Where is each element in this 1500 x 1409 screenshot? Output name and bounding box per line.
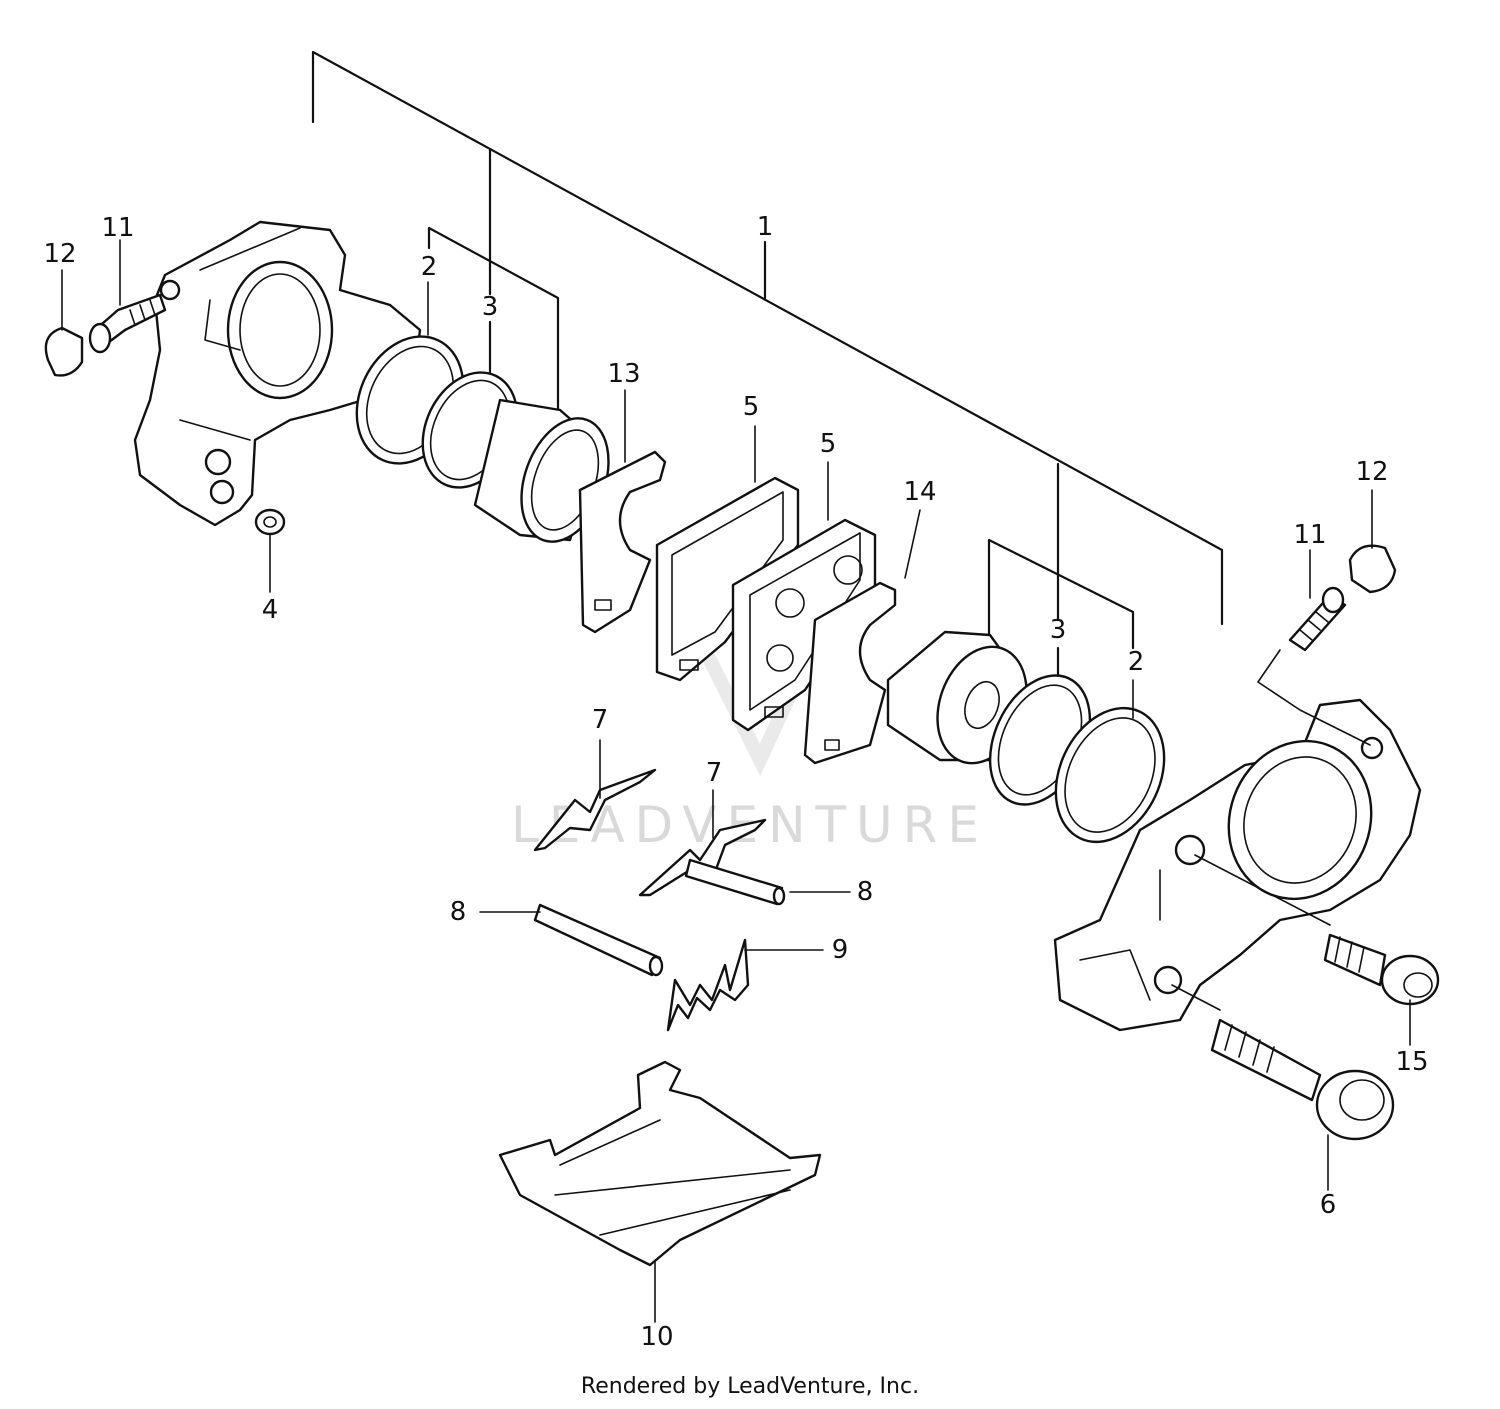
assembly-bracket-lines [311,50,1224,682]
pad-spring-a [533,768,657,852]
callout-12-right: 12 [1355,457,1388,487]
anti-rattle-spring [666,938,750,1032]
left-bleeder-screw [88,293,167,354]
callout-13: 13 [607,359,640,389]
bleeder-leader-line [1257,649,1371,746]
callout-12-left: 12 [43,239,76,269]
callout-leaders [61,239,1411,1323]
rendered-by-footer: Rendered by LeadVenture, Inc. [580,1374,920,1399]
left-bleeder-cap [44,326,84,377]
bolt-15 [1194,854,1440,1006]
right-pad-shim [803,581,897,765]
callout-2-right: 2 [1128,647,1145,677]
callout-9: 9 [832,935,849,965]
callout-10: 10 [640,1322,673,1352]
brake-caliper-exploded-diagram: LEADVENTURE [43,50,1440,1352]
pad-pin-right [684,858,786,906]
callout-3-right: 3 [1050,615,1067,645]
callout-11-right: 11 [1293,520,1326,550]
callout-11-left: 11 [101,213,134,243]
callout-2-left: 2 [421,252,438,282]
callout-8-right: 8 [857,877,874,907]
left-caliper-body [133,220,422,527]
washer [254,508,286,536]
callout-7-b: 7 [706,758,723,788]
right-bleeder-screw [1288,586,1347,652]
callout-6: 6 [1320,1190,1337,1220]
callout-15: 15 [1395,1047,1428,1077]
callout-7-a: 7 [592,705,609,735]
callout-14: 14 [903,477,936,507]
callout-8-left: 8 [450,897,467,927]
right-piston-seal [1054,706,1166,844]
callout-5-a: 5 [743,392,760,422]
pad-pin-left [533,903,664,977]
callout-3-left: 3 [482,292,499,322]
bolt-6 [1171,984,1395,1141]
callout-4: 4 [262,595,279,625]
pad-spring-b [638,818,767,897]
callout-5-b: 5 [820,429,837,459]
callout-labels: 1 2 2 3 3 4 5 5 6 7 7 8 8 9 10 11 11 12 … [43,212,1428,1352]
right-caliper-body [1053,698,1422,1032]
pad-retainer-plate [498,1060,822,1267]
callout-1: 1 [757,212,774,242]
left-pad-shim [578,450,667,634]
right-bleeder-cap [1348,544,1397,594]
